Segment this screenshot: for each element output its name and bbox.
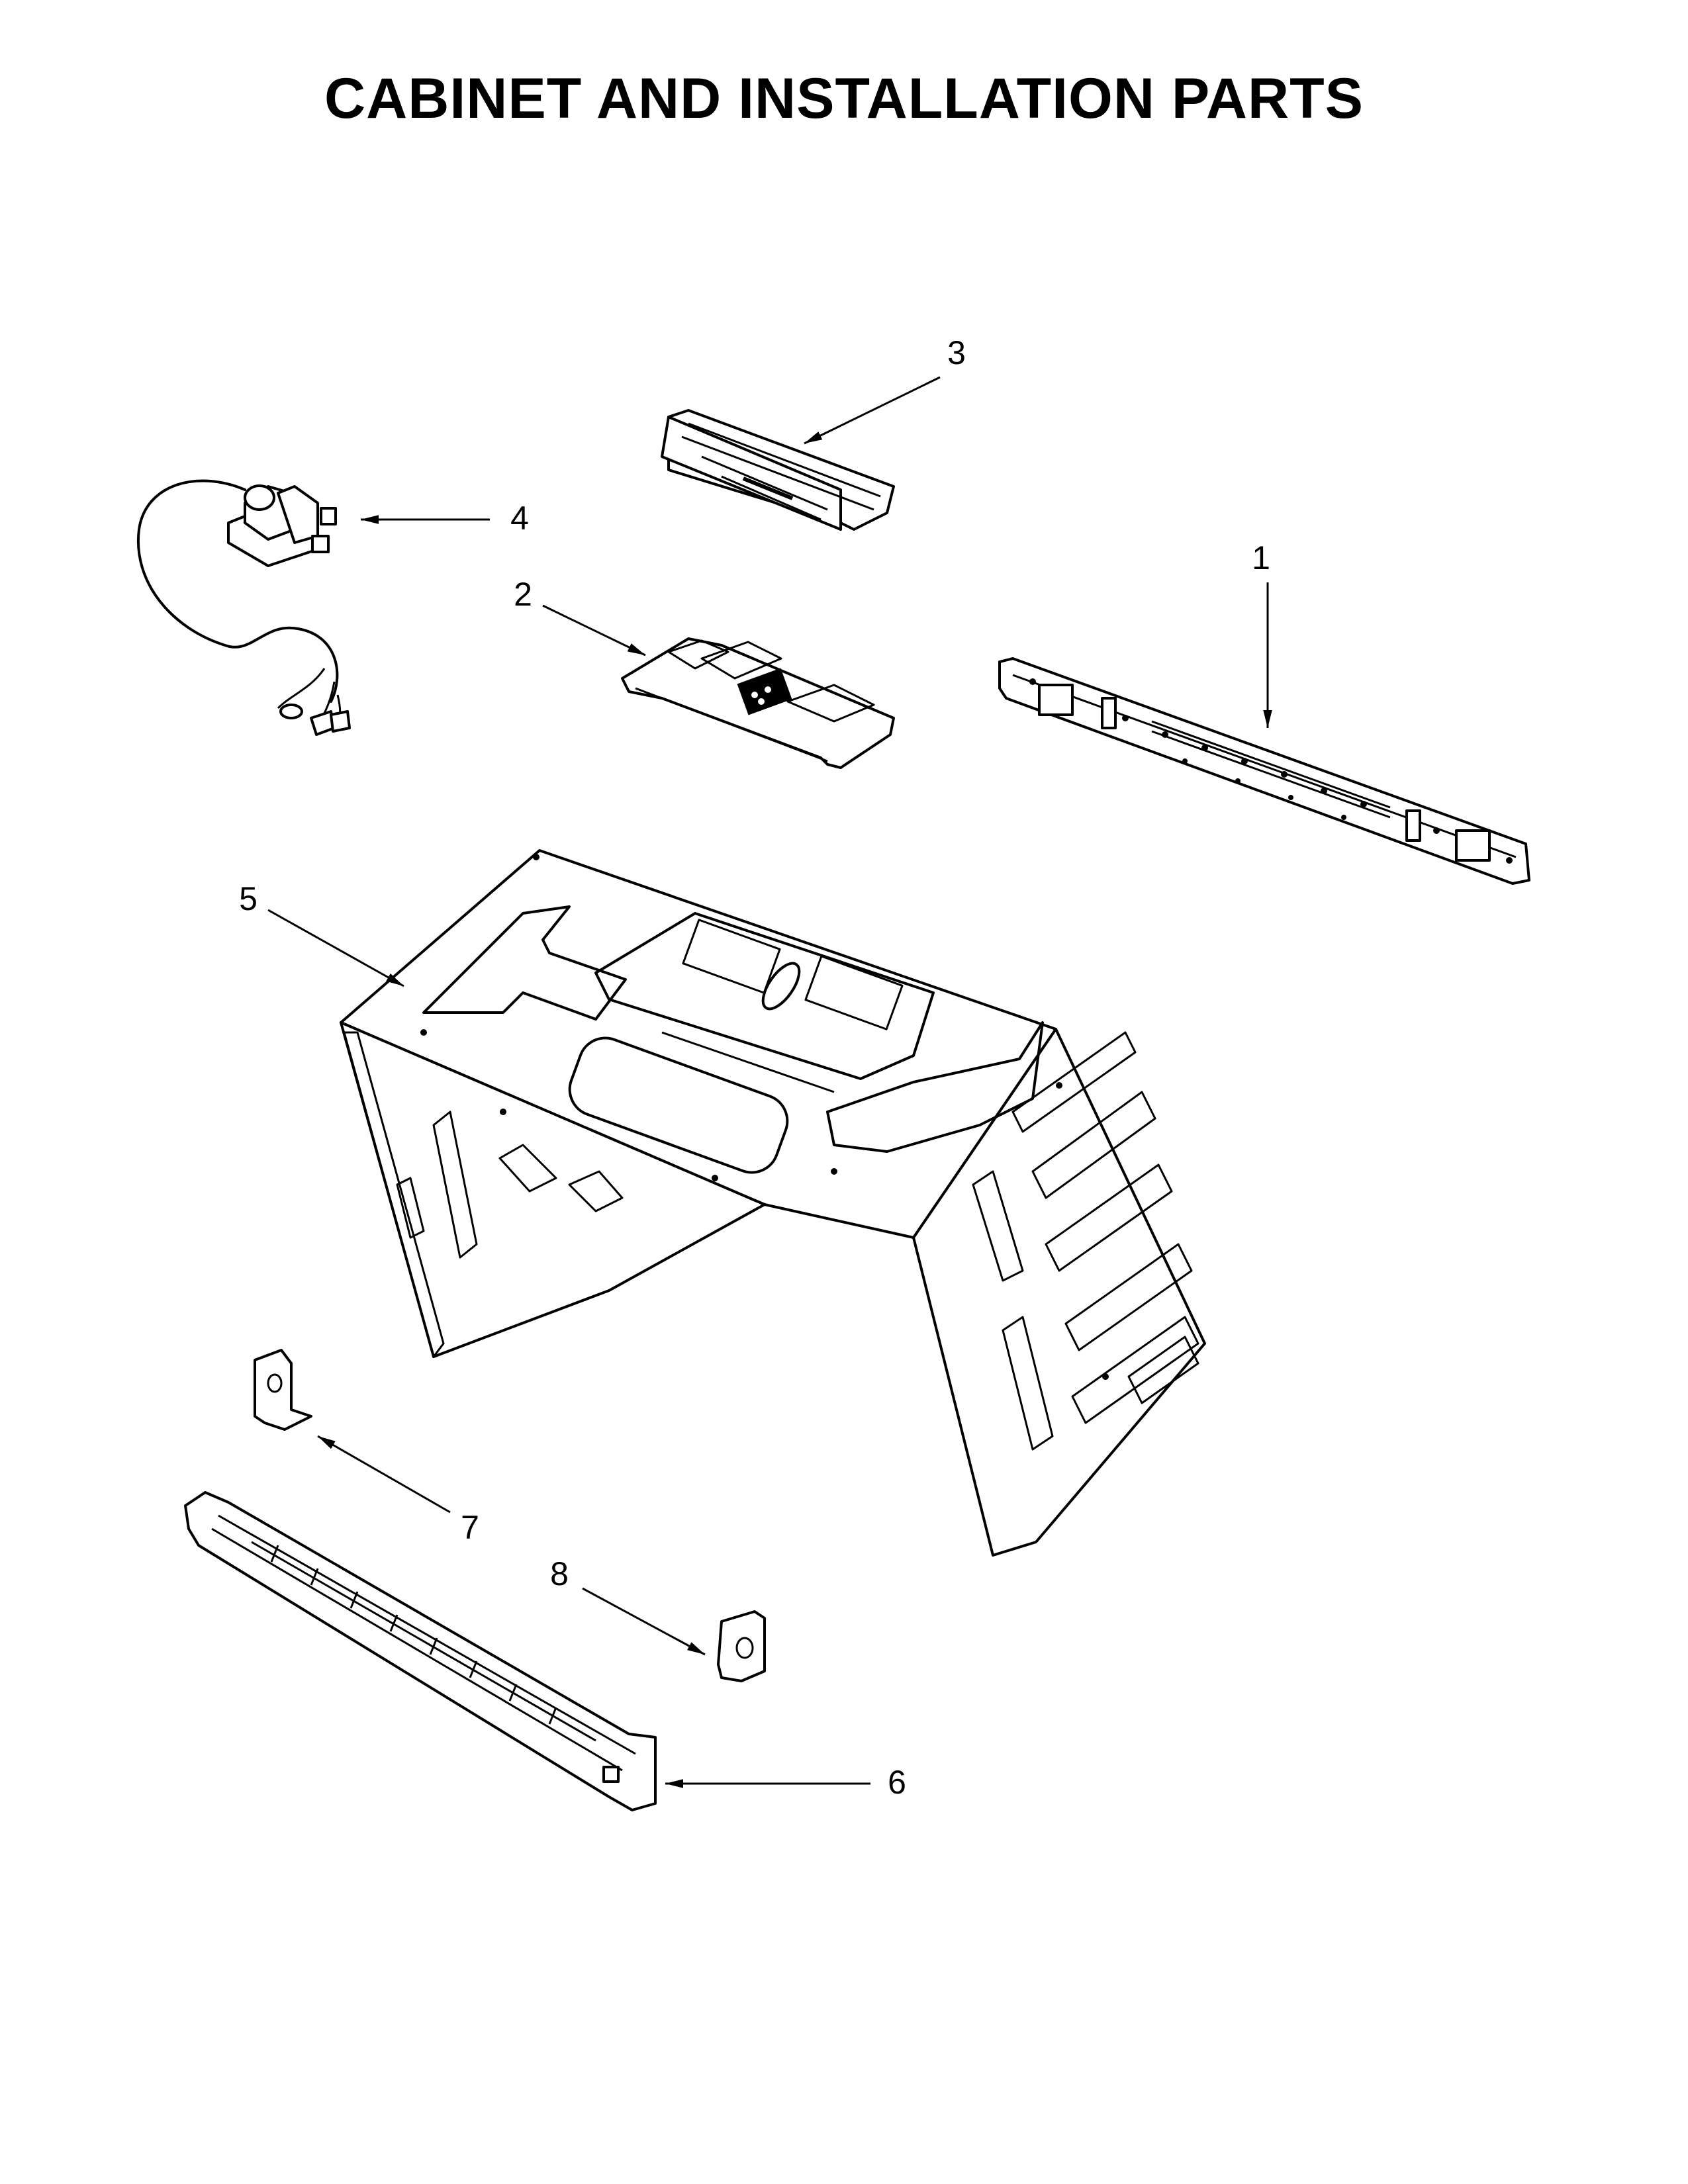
callout-label-4: 4 (510, 500, 529, 537)
part-2-bracket-plate (621, 637, 895, 769)
part-8-bracket (717, 1610, 766, 1682)
callout-label-5: 5 (239, 880, 258, 917)
callout-6: 6 (665, 1764, 906, 1801)
part-5-cabinet-wrapper (340, 849, 1206, 1557)
callout-1: 1 (1252, 539, 1272, 728)
callout-4: 4 (361, 500, 529, 537)
callout-8: 8 (550, 1555, 706, 1656)
callout-label-3: 3 (947, 334, 966, 371)
leader-arrow-3 (804, 376, 941, 445)
part-7-bracket (254, 1349, 312, 1431)
part-3-vent-grille (661, 409, 895, 531)
callout-label-7: 7 (461, 1509, 479, 1546)
leader-arrow-8 (582, 1587, 706, 1656)
leader-arrow-5 (267, 909, 404, 987)
callout-label-2: 2 (514, 576, 532, 613)
callout-7: 7 (317, 1435, 479, 1546)
callout-3: 3 (804, 334, 966, 445)
callout-label-6: 6 (888, 1764, 906, 1801)
part-1-mounting-rail (998, 657, 1530, 885)
callout-5: 5 (239, 880, 404, 987)
callout-label-8: 8 (550, 1555, 569, 1592)
leader-arrow-7 (317, 1435, 451, 1514)
leader-arrow-2 (542, 604, 646, 657)
part-4-power-cord (136, 479, 351, 736)
page-title: CABINET AND INSTALLATION PARTS (324, 67, 1364, 130)
callout-label-1: 1 (1252, 539, 1270, 576)
callout-2: 2 (514, 576, 646, 657)
part-6-front-trim (184, 1491, 657, 1811)
